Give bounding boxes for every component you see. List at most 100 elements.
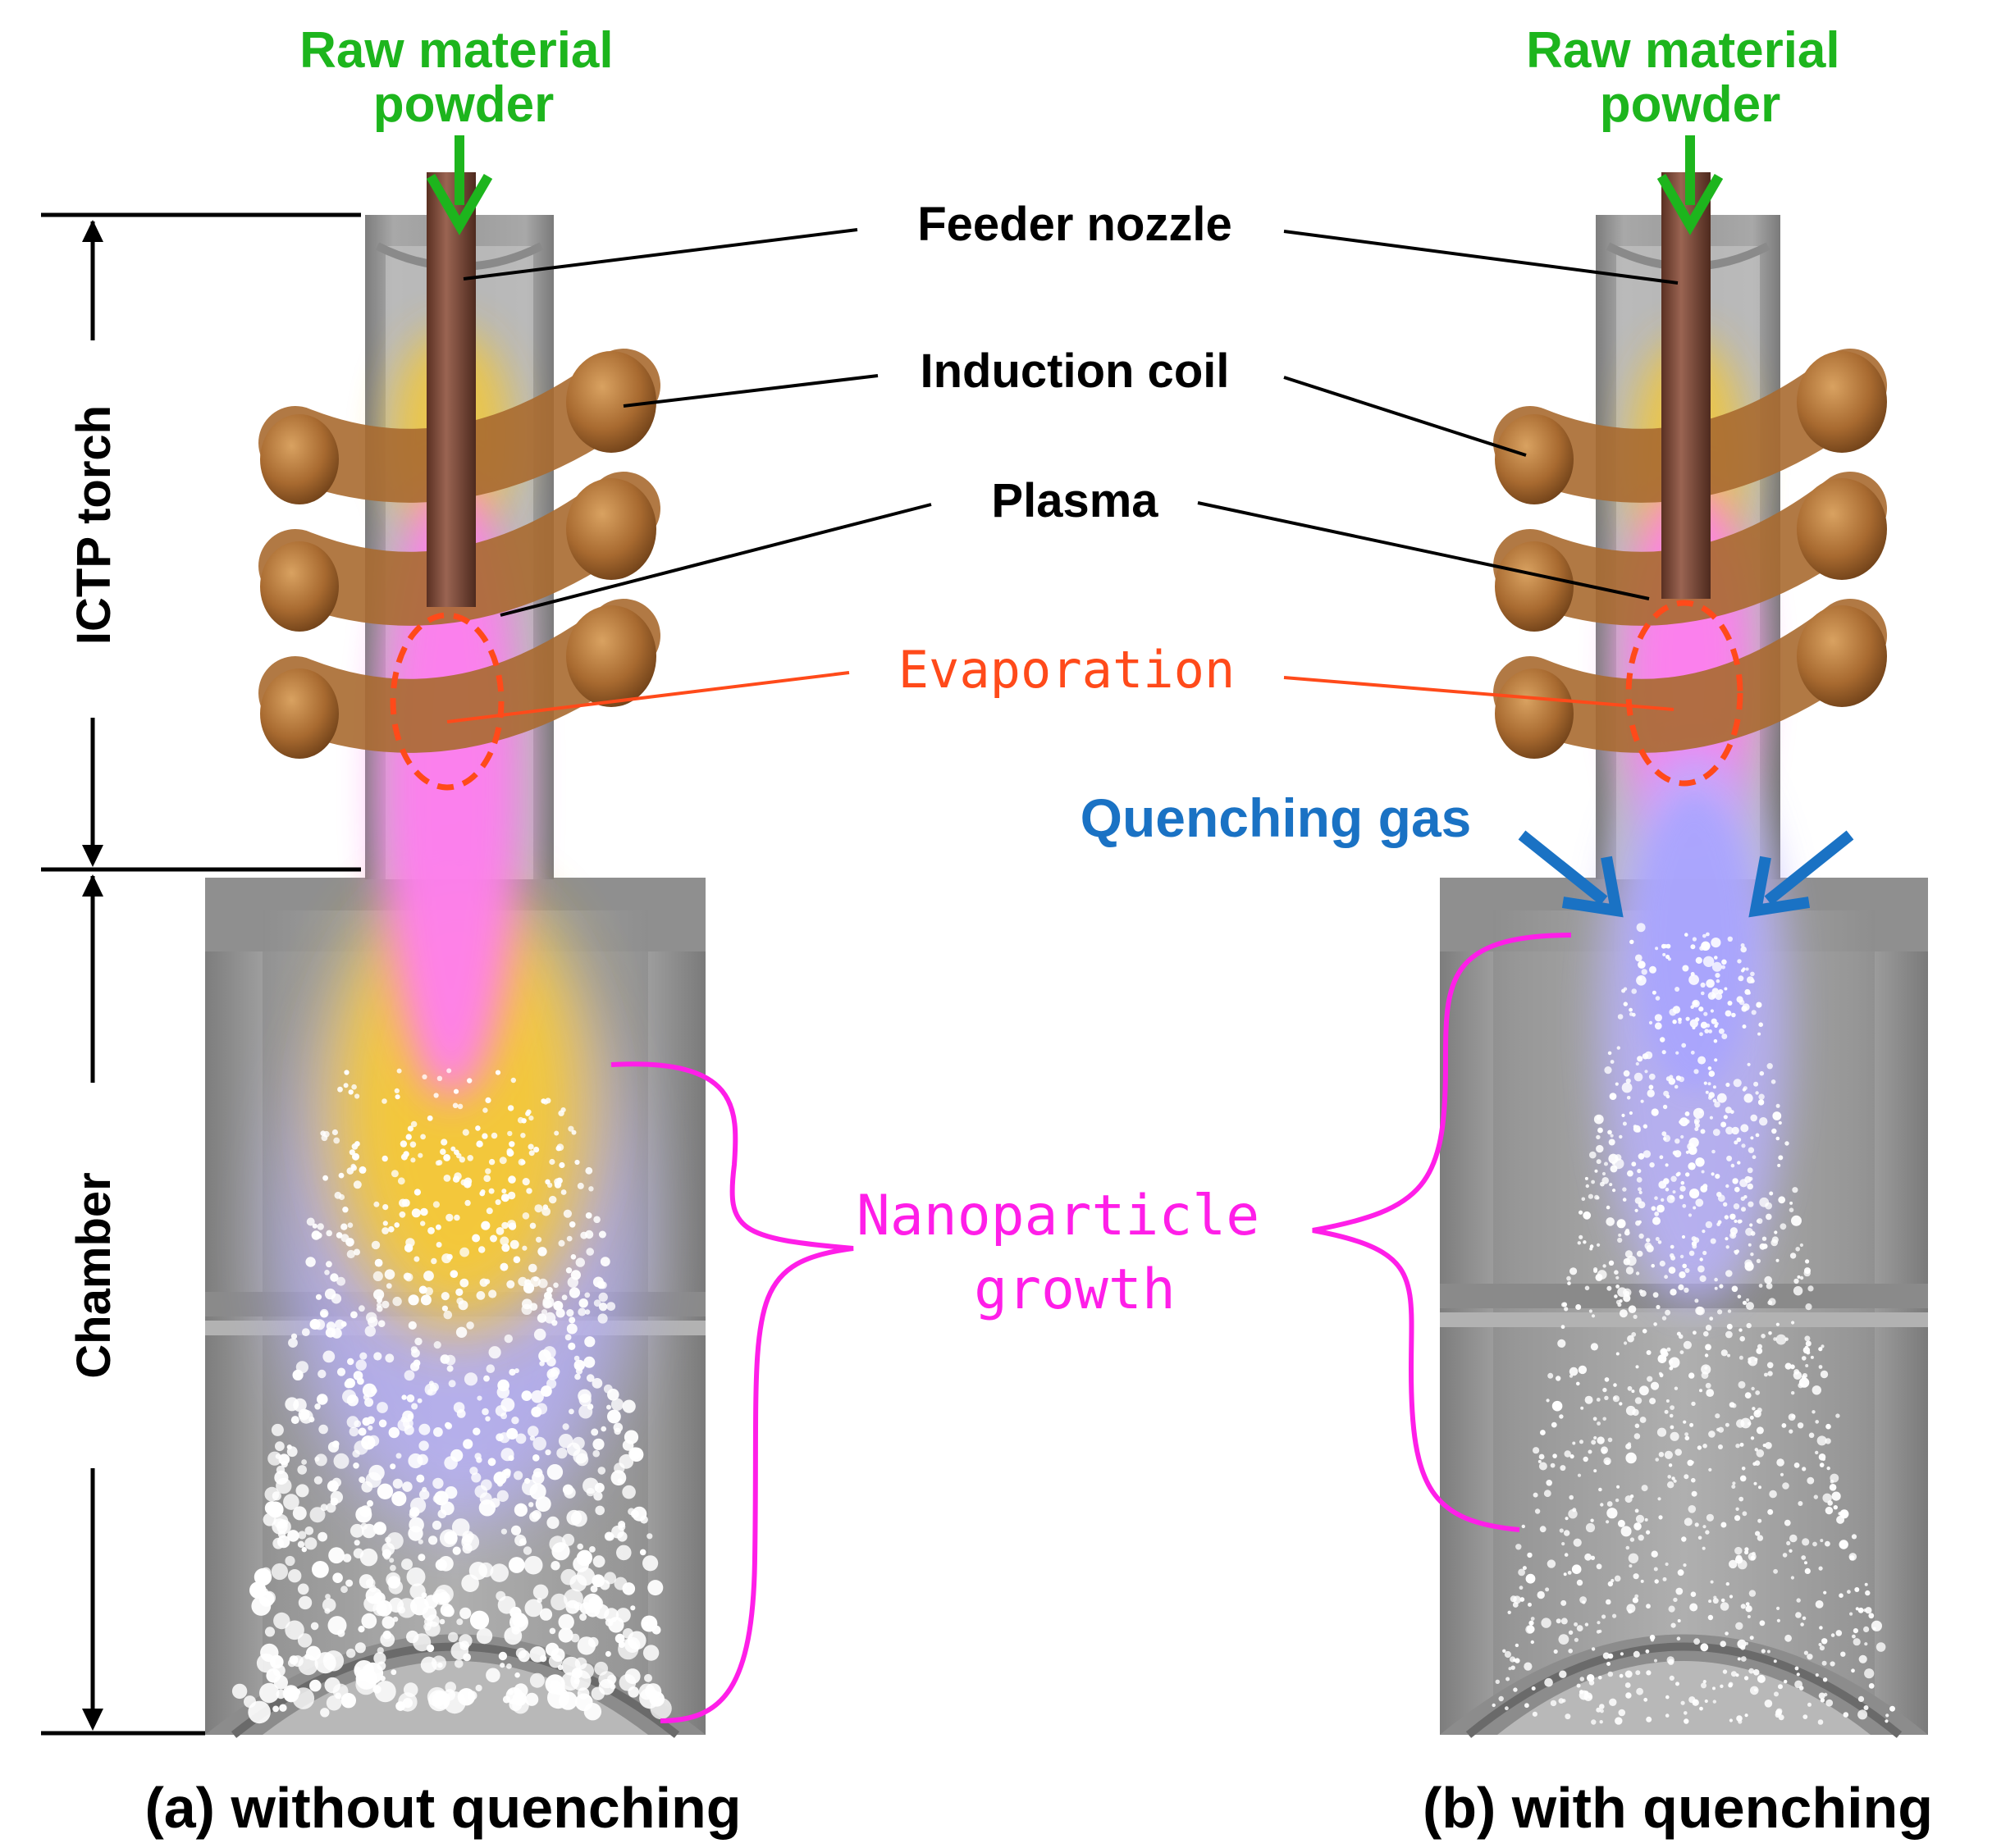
nanoparticle-dot — [1724, 987, 1728, 991]
nanoparticle-dot — [1521, 1524, 1526, 1529]
nanoparticle-dot — [1657, 1354, 1667, 1363]
nanoparticle-dot — [1502, 1649, 1506, 1654]
nanoparticle-dot — [1689, 1019, 1698, 1028]
nanoparticle-dot — [1599, 1720, 1603, 1724]
nanoparticle-dot — [1715, 973, 1720, 979]
nanoparticle-dot — [372, 1271, 383, 1281]
caption-b: (b) with quenching — [1423, 1776, 1933, 1840]
nanoparticle-dot — [1606, 1217, 1615, 1226]
nanoparticle-dot — [1634, 1594, 1639, 1599]
nanoparticle-dot — [1599, 1704, 1605, 1709]
nanoparticle-dot — [1854, 1587, 1860, 1592]
nanoparticle-dot — [361, 1481, 373, 1493]
nanoparticle-dot — [1748, 1357, 1752, 1362]
nanoparticle-dot — [1553, 1649, 1558, 1654]
nanoparticle-dot — [348, 1089, 354, 1095]
nanoparticle-dot — [346, 1648, 356, 1659]
nanoparticle-dot — [593, 1491, 603, 1501]
nanoparticle-dot — [431, 1257, 437, 1265]
nanoparticle-dot — [1680, 1180, 1685, 1185]
nanoparticle-dot — [1606, 1662, 1611, 1666]
nanoparticle-dot — [1685, 1172, 1690, 1177]
nanoparticle-dot — [1807, 1654, 1813, 1660]
nanoparticle-dot — [371, 1240, 381, 1250]
nanoparticle-dot — [311, 1230, 321, 1240]
nanoparticle-dot — [364, 1326, 376, 1337]
nanoparticle-dot — [1802, 1714, 1808, 1720]
nanoparticle-dot — [389, 1558, 395, 1563]
nanoparticle-dot — [1720, 1349, 1728, 1357]
nanoparticle-dot — [326, 1695, 342, 1711]
nanoparticle-dot — [1731, 1126, 1739, 1135]
nanoparticle-dot — [1750, 1436, 1755, 1440]
nanoparticle-dot — [1766, 1213, 1772, 1221]
nanoparticle-dot — [1808, 1432, 1815, 1439]
nanoparticle-dot — [1863, 1626, 1870, 1632]
nanoparticle-dot — [1813, 1494, 1818, 1499]
nanoparticle-dot — [423, 1271, 434, 1281]
nanoparticle-dot — [411, 1208, 421, 1218]
nanoparticle-dot — [1865, 1607, 1872, 1614]
nanoparticle-dot — [433, 1093, 439, 1098]
nanoparticle-dot — [1656, 1427, 1667, 1437]
nanoparticle-dot — [408, 1453, 423, 1469]
nanoparticle-dot — [1703, 1330, 1709, 1337]
nanoparticle-dot — [1614, 1270, 1619, 1275]
nanoparticle-dot — [553, 1300, 564, 1311]
nanoparticle-dot — [1780, 1472, 1784, 1476]
nanoparticle-dot — [416, 1474, 425, 1483]
nanoparticle-dot — [353, 1462, 359, 1469]
nanoparticle-dot — [1633, 1522, 1642, 1531]
nanoparticle-dot — [529, 1222, 537, 1230]
nanoparticle-dot — [1676, 1171, 1681, 1176]
nanoparticle-dot — [551, 1320, 558, 1326]
nanoparticle-dot — [1677, 1619, 1681, 1622]
nanoparticle-dot — [352, 1152, 359, 1161]
nanoparticle-dot — [1739, 1442, 1744, 1447]
nanoparticle-dot — [1577, 1473, 1582, 1477]
nanoparticle-dot — [1755, 1531, 1761, 1536]
nanoparticle-dot — [401, 1558, 413, 1571]
nanoparticle-dot — [457, 1103, 464, 1110]
nanoparticle-dot — [1574, 1622, 1579, 1627]
nanoparticle-dot — [1708, 1467, 1712, 1472]
nanoparticle-dot — [410, 1157, 416, 1163]
nanoparticle-dot — [1653, 1322, 1657, 1326]
nanoparticle-dot — [1656, 1204, 1665, 1213]
nanoparticle-dot — [1665, 1076, 1671, 1082]
nanoparticle-dot — [463, 1653, 471, 1662]
nanoparticle-dot — [445, 1213, 454, 1222]
nanoparticle-dot — [1679, 1271, 1686, 1279]
nanoparticle-dot — [1682, 965, 1689, 972]
nanoparticle-dot — [1784, 1337, 1789, 1341]
nanoparticle-dot — [1617, 1237, 1623, 1243]
nanoparticle-dot — [381, 1155, 388, 1162]
nanoparticle-dot — [364, 1398, 374, 1408]
nanoparticle-dot — [279, 1704, 287, 1712]
nanoparticle-dot — [1602, 1264, 1606, 1268]
nanoparticle-dot — [459, 1607, 472, 1619]
nanoparticle-dot — [1560, 1465, 1566, 1472]
nanoparticle-dot — [444, 1456, 458, 1470]
nanoparticle-dot — [1711, 961, 1722, 972]
nanoparticle-dot — [1651, 1263, 1655, 1268]
nanoparticle-dot — [361, 1523, 377, 1539]
nanoparticle-dot — [441, 1305, 449, 1312]
nanoparticle-dot — [1805, 1340, 1812, 1347]
nanoparticle-dot — [1697, 1265, 1705, 1273]
nanoparticle-dot — [515, 1433, 527, 1444]
nanoparticle-dot — [1698, 1006, 1704, 1012]
nanoparticle-dot — [1740, 1604, 1746, 1609]
nanoparticle-dot — [537, 1313, 547, 1323]
nanoparticle-dot — [1757, 1032, 1761, 1036]
nanoparticle-dot — [330, 1273, 339, 1282]
nanoparticle-dot — [1820, 1370, 1829, 1379]
nanoparticle-dot — [422, 1486, 427, 1492]
nanoparticle-dot — [1830, 1479, 1834, 1484]
nanoparticle-dot — [532, 1436, 546, 1451]
nanoparticle-dot — [1699, 1275, 1706, 1282]
nanoparticle-dot — [1579, 1440, 1583, 1444]
nanoparticle-dot — [490, 1563, 509, 1582]
nanoparticle-dot — [1684, 933, 1688, 937]
nanoparticle-dot — [1653, 1567, 1658, 1572]
